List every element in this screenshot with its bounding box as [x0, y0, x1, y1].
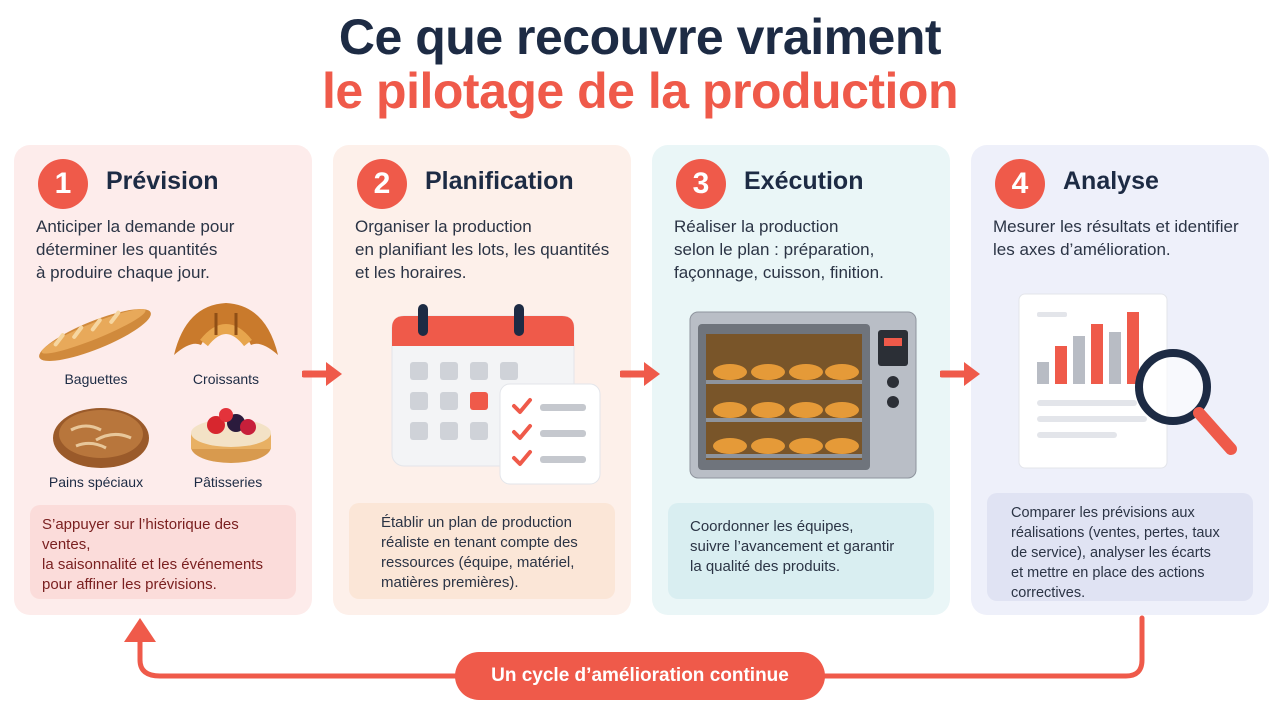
calendar-icon	[391, 304, 601, 485]
arrow-right-icon	[302, 362, 342, 386]
page-title-line2: le pilotage de la production	[321, 63, 959, 119]
arrow-right-icon	[620, 362, 660, 386]
bread-icon	[53, 408, 149, 468]
step-number-badge: 4	[995, 159, 1045, 209]
step-title: Prévision	[106, 167, 219, 195]
croissant-icon	[174, 303, 278, 355]
cycle-label-pill: Un cycle d’amélioration continue	[455, 652, 825, 700]
step-number-badge: 1	[38, 159, 88, 209]
magnifier-icon	[1135, 349, 1237, 455]
step-description: Anticiper la demande pour déterminer les…	[36, 217, 235, 282]
step-number-badge: 2	[357, 159, 407, 209]
step-note-box: Comparer les prévisions aux réalisations…	[987, 493, 1253, 601]
product-label-pains-speciaux: Pains spéciaux	[48, 474, 144, 490]
step-description: Organiser la production en planifiant le…	[355, 217, 610, 282]
step-note-box: Coordonner les équipes, suivre l’avancem…	[668, 503, 934, 599]
step-title: Analyse	[1063, 167, 1159, 195]
step-title: Exécution	[744, 167, 864, 195]
step-description: Mesurer les résultats et identifier les …	[993, 217, 1239, 259]
step-card-analyse: 4 Analyse Mesurer les résultats et ident…	[971, 145, 1269, 615]
pastry-icon	[191, 408, 271, 463]
step-title: Planification	[425, 167, 574, 195]
step-description: Réaliser la production selon le plan : p…	[674, 217, 884, 282]
product-label-croissants: Croissants	[192, 371, 260, 387]
step-card-execution: 3 Exécution Réaliser la production selon…	[652, 145, 950, 615]
step-note-box: S’appuyer sur l’historique des ventes, l…	[30, 505, 296, 599]
step-card-planification: 2 Planification Organiser la production …	[333, 145, 631, 615]
step-note-box: Établir un plan de production réaliste e…	[349, 503, 615, 599]
product-label-patisseries: Pâtisseries	[193, 474, 263, 490]
baguette-icon	[39, 309, 151, 361]
bar-chart-icon	[1018, 293, 1168, 469]
page-title-line1: Ce que recouvre vraiment	[338, 9, 942, 65]
product-label-baguettes: Baguettes	[64, 371, 128, 387]
step-number-badge: 3	[676, 159, 726, 209]
step-card-prevision: 1 Prévision Anticiper la demande pour dé…	[14, 145, 312, 615]
oven-icon	[689, 311, 917, 479]
arrow-right-icon	[940, 362, 980, 386]
